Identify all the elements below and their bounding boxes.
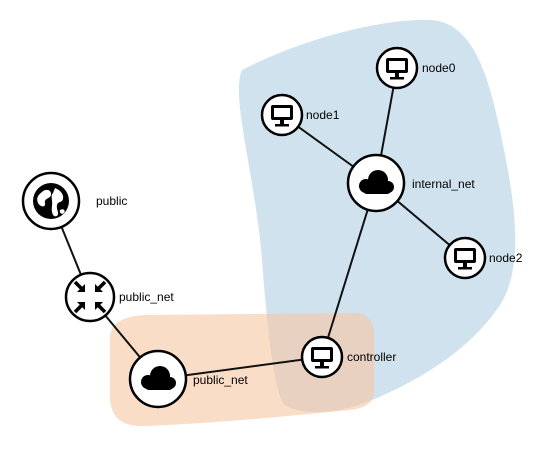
router-icon [73, 280, 107, 314]
cloud-icon [141, 366, 176, 390]
router-label: public_net [119, 290, 174, 304]
globe-icon [33, 183, 69, 219]
monitor-icon [311, 347, 333, 369]
router-node[interactable]: public_net [64, 271, 174, 323]
cloud-icon [359, 170, 394, 194]
internal-net-node[interactable]: internal_net [346, 153, 475, 213]
internal-net-label: internal_net [412, 177, 475, 191]
monitor-icon [271, 105, 293, 127]
controller-label: controller [347, 350, 396, 364]
node2-label: node2 [489, 251, 523, 265]
monitor-icon [386, 58, 408, 80]
public-net-label: public_net [193, 373, 248, 387]
node1-node[interactable]: node1 [260, 93, 340, 137]
monitor-icon [454, 248, 476, 270]
public-node[interactable]: public [21, 171, 127, 231]
edge-internal-net-controller [321, 182, 377, 358]
node2-node[interactable]: node2 [443, 236, 523, 280]
node0-node[interactable]: node0 [375, 46, 456, 90]
public-label: public [96, 194, 127, 208]
controller-node[interactable]: controller [300, 335, 396, 379]
node0-label: node0 [422, 61, 456, 75]
public-net-node[interactable]: public_net [128, 349, 248, 409]
node1-label: node1 [306, 108, 340, 122]
